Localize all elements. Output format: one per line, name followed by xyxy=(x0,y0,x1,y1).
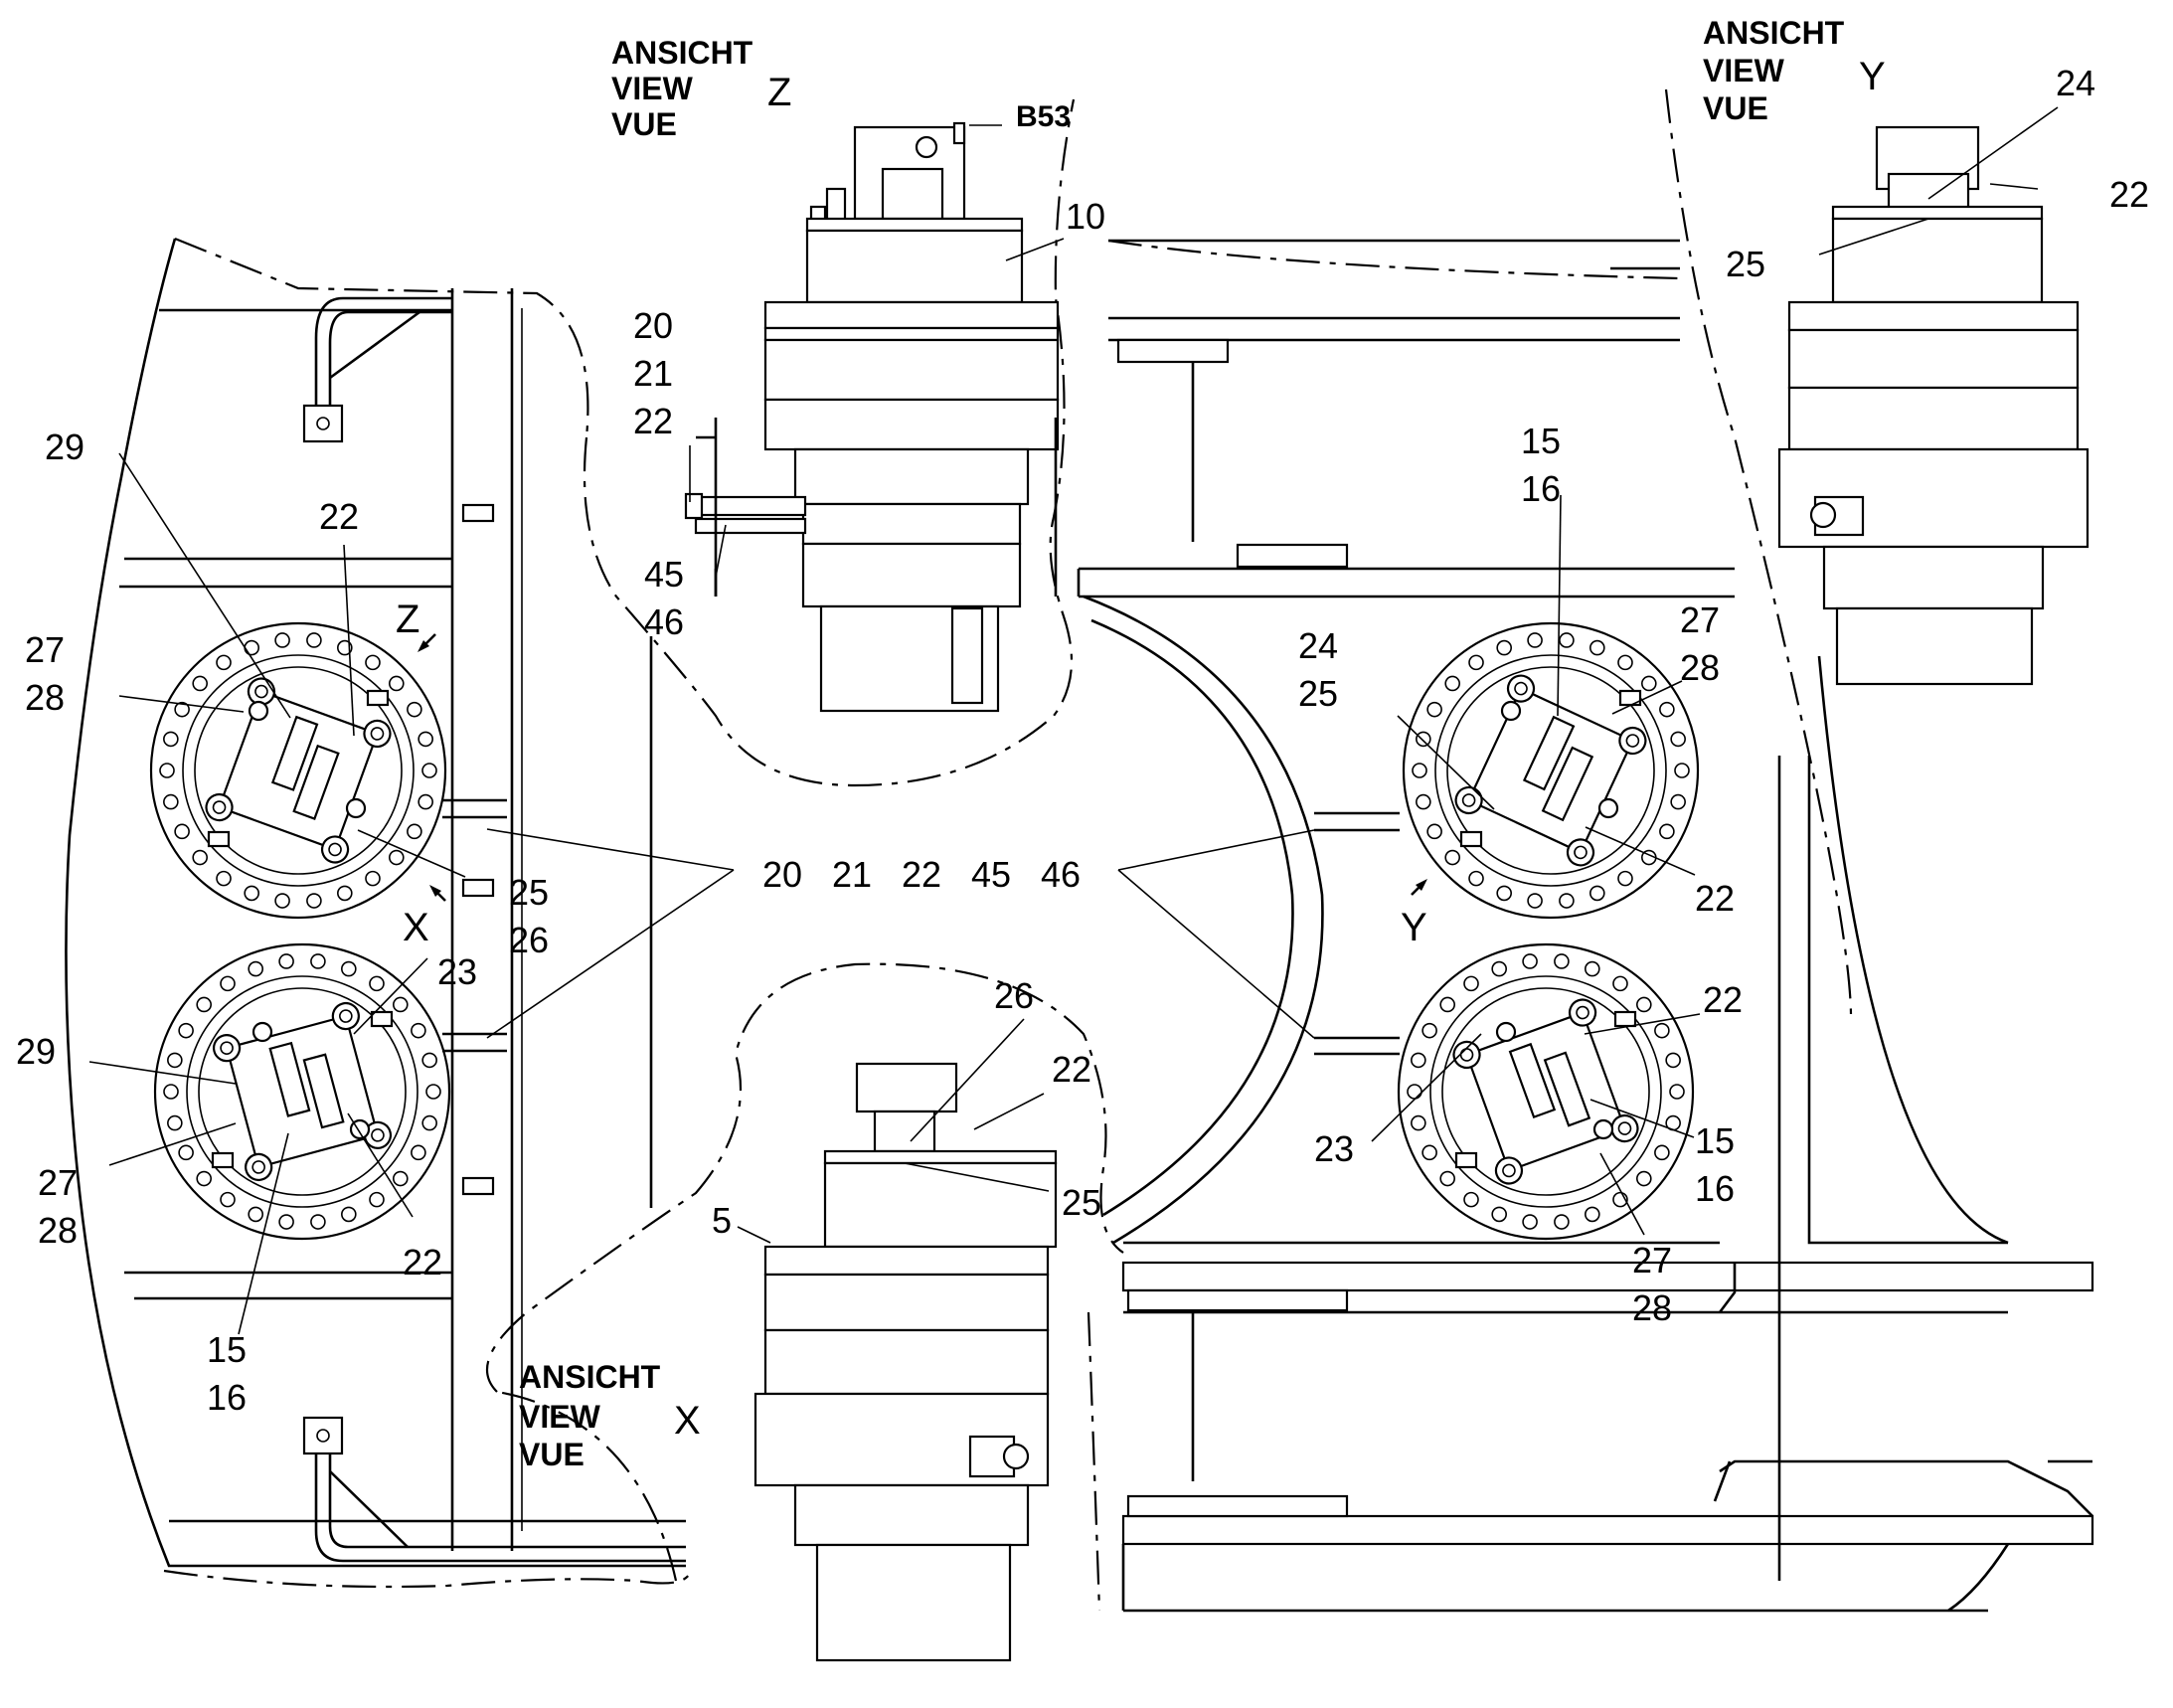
leader-lines xyxy=(88,106,2059,1335)
view-y-line-1: ANSICHT xyxy=(1703,15,1845,51)
callout-l-29b: 29 xyxy=(16,1031,56,1072)
view-arrows xyxy=(418,633,1427,902)
callout-r-23: 23 xyxy=(1314,1128,1354,1169)
callout-r-25: 25 xyxy=(1298,673,1338,714)
callout-c-46: 46 xyxy=(1041,854,1081,895)
callout-r-16a: 16 xyxy=(1521,468,1561,509)
view-z-letter: Z xyxy=(767,71,791,114)
callout-b53: B53 xyxy=(1016,100,1071,133)
callout-r-28a: 28 xyxy=(1680,647,1720,688)
arrow-letter-z: Z xyxy=(396,598,419,641)
callout-r-22a: 22 xyxy=(1695,878,1735,919)
callout-z-10: 10 xyxy=(1066,196,1105,237)
callout-l-28a: 28 xyxy=(25,677,65,718)
view-x-line-3: VUE xyxy=(519,1437,585,1472)
view-y-letter: Y xyxy=(1859,55,1886,98)
callout-l-27a: 27 xyxy=(25,629,65,670)
callout-l-25: 25 xyxy=(509,872,549,913)
frame-structure xyxy=(65,88,2094,1613)
callout-l-28b: 28 xyxy=(38,1210,78,1251)
callout-r-15a: 15 xyxy=(1521,421,1561,461)
callout-l-15: 15 xyxy=(207,1329,247,1370)
callout-y-25: 25 xyxy=(1726,244,1765,284)
callout-l-26: 26 xyxy=(509,920,549,960)
view-x-drive xyxy=(485,962,1124,1662)
callout-center-group: 20 21 22 45 46 xyxy=(762,854,1081,895)
callout-r-24: 24 xyxy=(1298,625,1338,666)
wheel-motor-left-upper xyxy=(149,621,447,920)
callout-z-22: 22 xyxy=(633,401,673,441)
callout-numbers: B53 10 20 21 22 45 46 24 22 25 29 22 27 … xyxy=(16,63,2149,1418)
view-x-line-2: VIEW xyxy=(519,1399,601,1435)
wheel-motor-right-lower xyxy=(1397,942,1695,1241)
view-z-line-1: ANSICHT xyxy=(611,35,753,71)
callout-r-22b: 22 xyxy=(1703,979,1743,1020)
callout-l-16: 16 xyxy=(207,1377,247,1418)
view-x-line-1: ANSICHT xyxy=(519,1359,661,1395)
callout-l-22b: 22 xyxy=(403,1242,442,1282)
callout-r-27a: 27 xyxy=(1680,599,1720,640)
view-z-line-3: VUE xyxy=(611,106,677,142)
callout-l-29a: 29 xyxy=(45,427,84,467)
view-y-line-3: VUE xyxy=(1703,90,1768,126)
callout-r-27b: 27 xyxy=(1632,1240,1672,1281)
callout-l-23: 23 xyxy=(437,951,477,992)
arrow-letter-x: X xyxy=(403,906,429,949)
callout-x-22: 22 xyxy=(1052,1049,1091,1090)
callout-z-46: 46 xyxy=(644,601,684,642)
wheel-motors xyxy=(149,621,1700,1241)
view-x-title: ANSICHT VIEW VUE X xyxy=(519,1359,701,1472)
callout-r-15b: 15 xyxy=(1695,1120,1735,1161)
callout-c-21: 21 xyxy=(832,854,872,895)
view-y-drive xyxy=(1777,125,2089,686)
view-y-line-2: VIEW xyxy=(1703,53,1785,88)
callout-l-22a: 22 xyxy=(319,496,359,537)
callout-c-22: 22 xyxy=(902,854,941,895)
callout-c-45: 45 xyxy=(971,854,1011,895)
callout-x-5: 5 xyxy=(712,1200,732,1241)
wheel-motor-right-upper xyxy=(1402,621,1700,920)
view-x-letter: X xyxy=(674,1399,701,1443)
view-labels: ANSICHT VIEW VUE Z ANSICHT VIEW VUE Y AN… xyxy=(396,15,1886,1472)
view-y-title: ANSICHT VIEW VUE Y xyxy=(1703,15,1886,126)
view-z-line-2: VIEW xyxy=(611,71,694,106)
callout-c-20: 20 xyxy=(762,854,802,895)
callout-x-25: 25 xyxy=(1062,1182,1101,1223)
callout-l-27b: 27 xyxy=(38,1162,78,1203)
arrow-letter-y: Y xyxy=(1401,906,1427,949)
callout-z-21: 21 xyxy=(633,353,673,394)
view-z-drive xyxy=(583,98,1076,787)
callout-y-22: 22 xyxy=(2109,174,2149,215)
callout-z-45: 45 xyxy=(644,554,684,595)
callout-r-28b: 28 xyxy=(1632,1287,1672,1328)
view-z-title: ANSICHT VIEW VUE Z xyxy=(611,35,791,142)
callout-z-20: 20 xyxy=(633,305,673,346)
callout-x-26: 26 xyxy=(994,975,1034,1016)
wheel-motor-left-lower xyxy=(153,942,451,1241)
callout-r-16b: 16 xyxy=(1695,1168,1735,1209)
callout-y-24: 24 xyxy=(2056,63,2095,103)
